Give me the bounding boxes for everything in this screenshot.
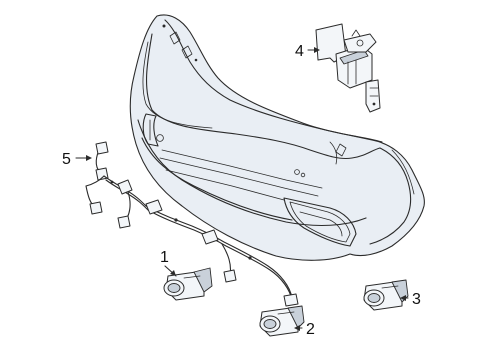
parking-sensor-3	[363, 279, 409, 311]
callout-label-1: 1	[160, 249, 169, 266]
callout-label-3: 3	[412, 291, 421, 308]
sensor-control-unit-bracket	[315, 23, 381, 113]
parking-sensor-1	[163, 267, 213, 301]
bumper-cover	[129, 14, 425, 261]
callout-label-4: 4	[295, 43, 304, 60]
callout-2: 2	[294, 321, 315, 338]
callout-5: 5	[62, 151, 92, 168]
parking-sensor-2	[259, 305, 305, 337]
callout-label-2: 2	[306, 321, 315, 338]
callout-3: 3	[400, 291, 421, 308]
callout-4: 4	[295, 43, 320, 60]
wiring-harness	[85, 141, 299, 307]
callout-1: 1	[160, 249, 177, 277]
callout-label-5: 5	[62, 151, 71, 168]
